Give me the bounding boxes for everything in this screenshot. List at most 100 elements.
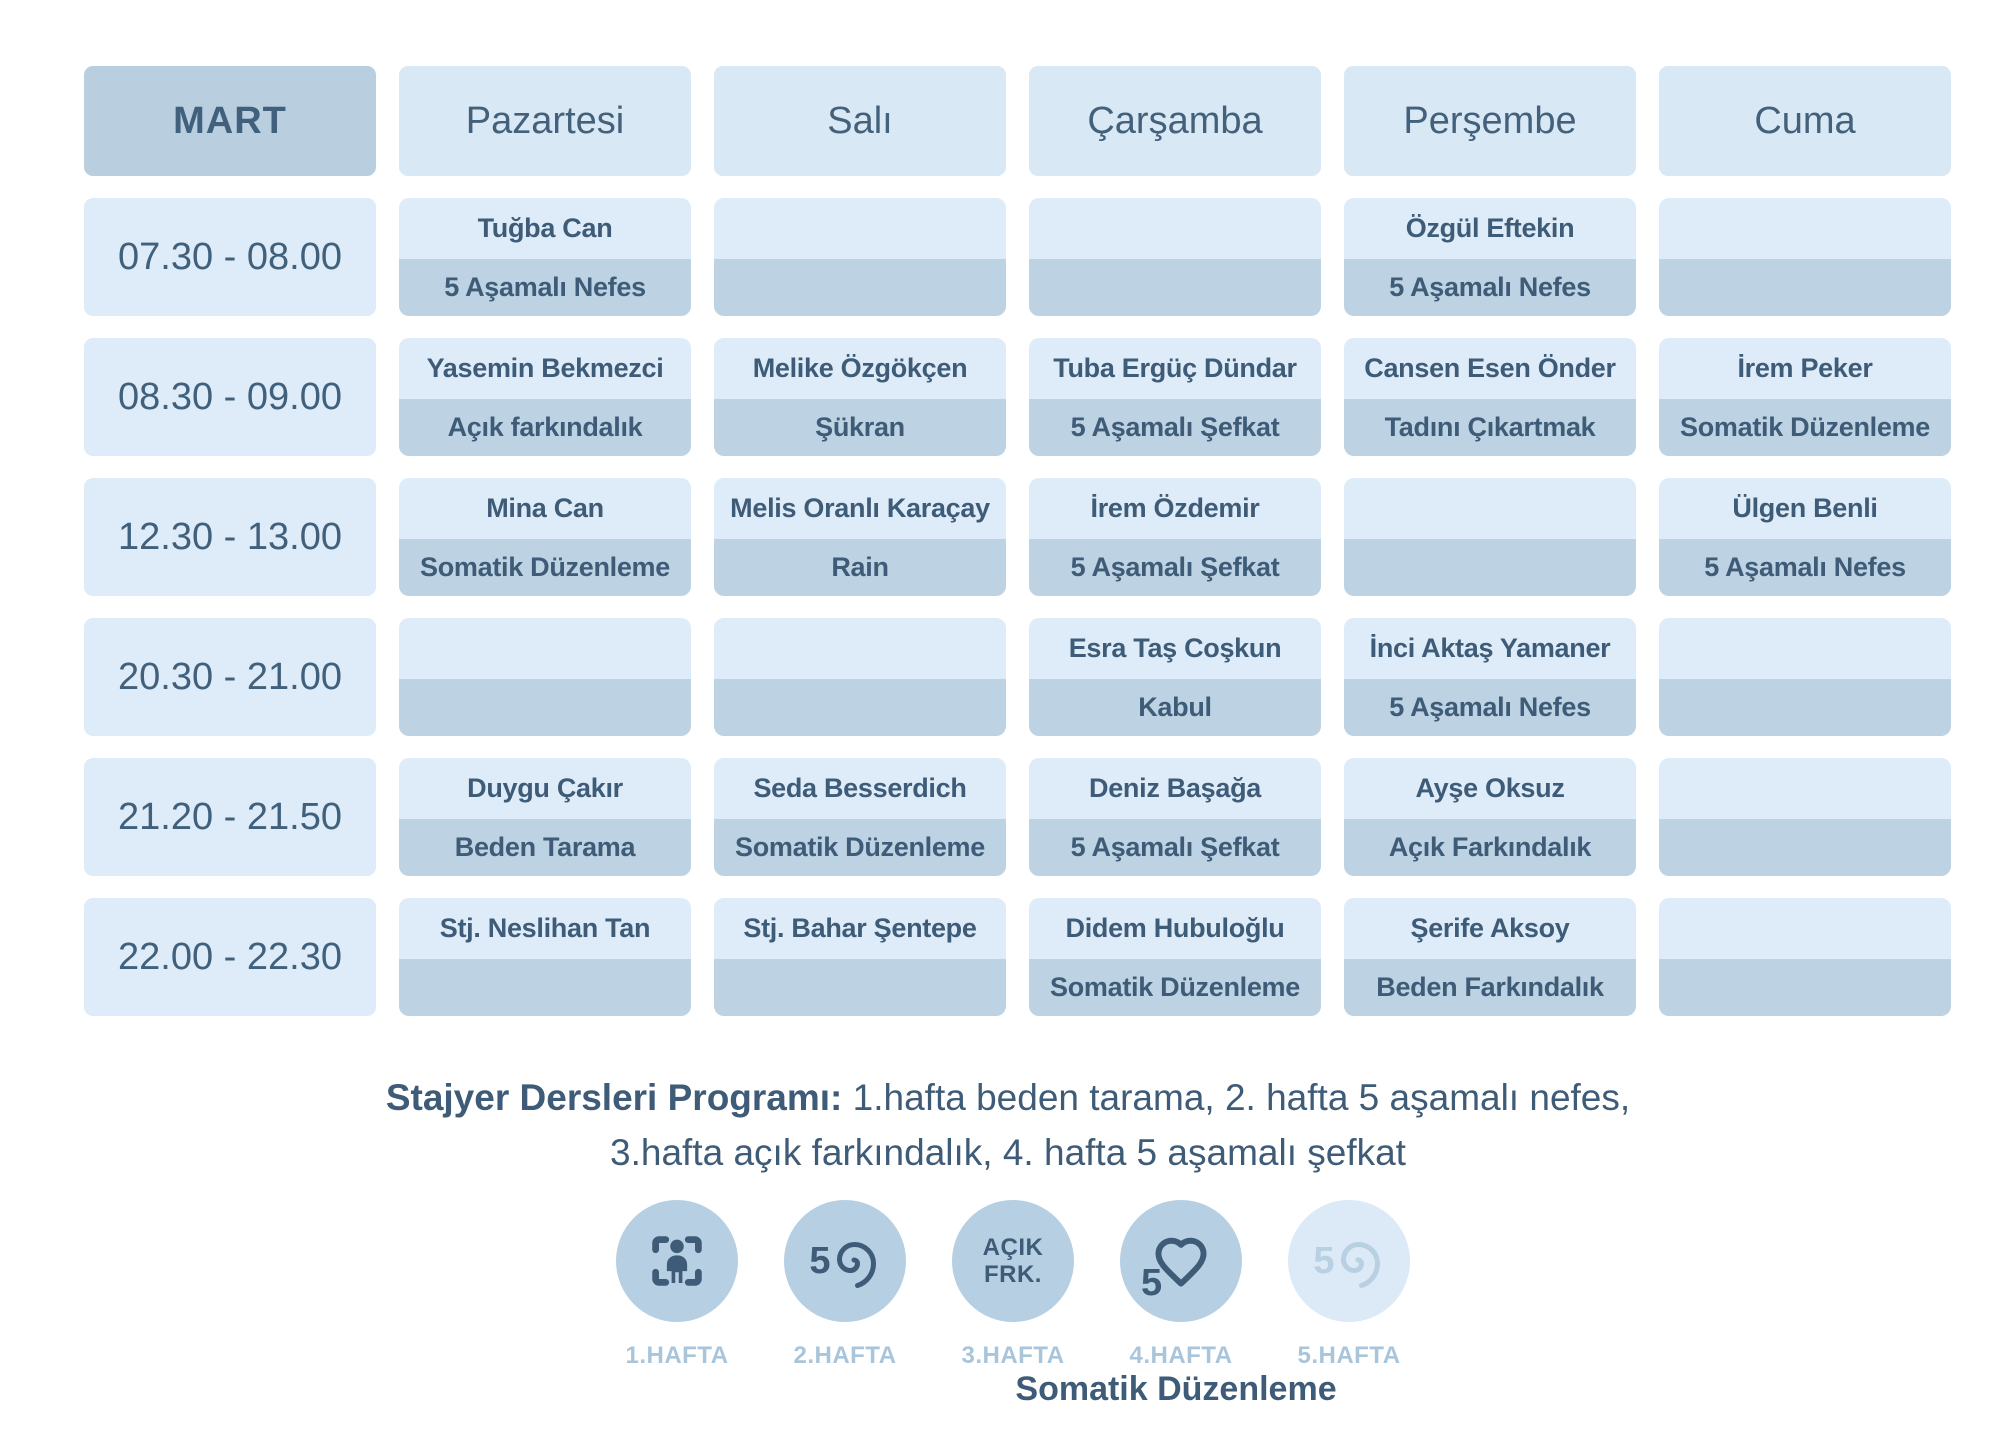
teacher-name: Didem Hubuloğlu xyxy=(1029,898,1321,960)
spiral-number: 5 xyxy=(1313,1239,1335,1282)
schedule-cell xyxy=(1029,198,1321,316)
course-name xyxy=(1029,259,1321,316)
course-name xyxy=(1659,819,1951,876)
schedule-cell xyxy=(1659,758,1951,876)
teacher-name: Cansen Esen Önder xyxy=(1344,338,1636,400)
course-name xyxy=(714,959,1006,1016)
course-name xyxy=(1659,679,1951,736)
week-legend-item-2: 5 2.HAFTA xyxy=(784,1200,906,1370)
spiral-number: 5 xyxy=(809,1239,831,1282)
teacher-name: Yasemin Bekmezci xyxy=(399,338,691,400)
course-name xyxy=(399,959,691,1016)
course-name: Somatik Düzenleme xyxy=(399,539,691,596)
teacher-name: Melis Oranlı Karaçay xyxy=(714,478,1006,540)
teacher-name xyxy=(1029,198,1321,260)
schedule-cell xyxy=(1344,478,1636,596)
course-name: Beden Tarama xyxy=(399,819,691,876)
day-header-3: Perşembe xyxy=(1344,66,1636,176)
course-name xyxy=(1344,539,1636,596)
course-name xyxy=(714,679,1006,736)
spiral-5-glyph: 5 xyxy=(809,1232,880,1290)
spiral-5-icon: 5 xyxy=(784,1200,906,1322)
course-name: Somatik Düzenleme xyxy=(714,819,1006,876)
course-name xyxy=(399,679,691,736)
course-name: Somatik Düzenleme xyxy=(1029,959,1321,1016)
teacher-name: Melike Özgökçen xyxy=(714,338,1006,400)
teacher-name xyxy=(1659,198,1951,260)
teacher-name xyxy=(1344,478,1636,540)
course-name: Rain xyxy=(714,539,1006,596)
teacher-name xyxy=(1659,618,1951,680)
time-slot-4: 21.20 - 21.50 xyxy=(84,758,376,876)
note-title: Stajyer Dersleri Programı: xyxy=(385,1077,843,1118)
legend-caption: Somatik Düzenleme xyxy=(1015,1370,1337,1408)
course-name: 5 Aşamalı Nefes xyxy=(1344,679,1636,736)
day-header-0: Pazartesi xyxy=(399,66,691,176)
teacher-name: İnci Aktaş Yamaner xyxy=(1344,618,1636,680)
teacher-name: Ayşe Oksuz xyxy=(1344,758,1636,820)
week-label-2: 2.HAFTA xyxy=(793,1342,897,1369)
teacher-name xyxy=(399,618,691,680)
teacher-name: Duygu Çakır xyxy=(399,758,691,820)
course-name: Kabul xyxy=(1029,679,1321,736)
spiral-5-glyph: 5 xyxy=(1313,1232,1384,1290)
teacher-name xyxy=(714,198,1006,260)
teacher-name xyxy=(714,618,1006,680)
course-name: 5 Aşamalı Şefkat xyxy=(1029,539,1321,596)
teacher-name xyxy=(1659,898,1951,960)
teacher-name: Tuğba Can xyxy=(399,198,691,260)
intern-program-note: Stajyer Dersleri Programı: 1.hafta beden… xyxy=(0,1070,2016,1180)
week-legend-item-1: 1.HAFTA xyxy=(616,1200,738,1370)
course-name: 5 Aşamalı Nefes xyxy=(1659,539,1951,596)
teacher-name: İrem Peker xyxy=(1659,338,1951,400)
course-name xyxy=(1659,959,1951,1016)
course-name: Açık Farkındalık xyxy=(1344,819,1636,876)
schedule-cell: Stj. Neslihan Tan xyxy=(399,898,691,1016)
time-slot-1: 08.30 - 09.00 xyxy=(84,338,376,456)
course-name: 5 Aşamalı Nefes xyxy=(399,259,691,316)
body-scan-icon xyxy=(616,1200,738,1322)
heart-5-icon: 5 xyxy=(1120,1200,1242,1322)
day-header-2: Çarşamba xyxy=(1029,66,1321,176)
week-label-3: 3.HAFTA xyxy=(961,1342,1065,1369)
schedule-cell xyxy=(1659,618,1951,736)
course-name: 5 Aşamalı Nefes xyxy=(1344,259,1636,316)
course-name xyxy=(1659,259,1951,316)
teacher-name: Özgül Eftekin xyxy=(1344,198,1636,260)
note-line-1: Stajyer Dersleri Programı: 1.hafta beden… xyxy=(0,1070,2016,1125)
teacher-name: Seda Besserdich xyxy=(714,758,1006,820)
course-name xyxy=(714,259,1006,316)
schedule-cell: Stj. Bahar Şentepe xyxy=(714,898,1006,1016)
teacher-name: Stj. Bahar Şentepe xyxy=(714,898,1006,960)
course-name: Şükran xyxy=(714,399,1006,456)
course-name: Açık farkındalık xyxy=(399,399,691,456)
time-slot-5: 22.00 - 22.30 xyxy=(84,898,376,1016)
teacher-name: Deniz Başağa xyxy=(1029,758,1321,820)
teacher-name: İrem Özdemir xyxy=(1029,478,1321,540)
course-name: 5 Aşamalı Şefkat xyxy=(1029,819,1321,876)
teacher-name: Esra Taş Coşkun xyxy=(1029,618,1321,680)
teacher-name: Stj. Neslihan Tan xyxy=(399,898,691,960)
course-name: Somatik Düzenleme xyxy=(1659,399,1951,456)
teacher-name: Mina Can xyxy=(399,478,691,540)
time-slot-0: 07.30 - 08.00 xyxy=(84,198,376,316)
